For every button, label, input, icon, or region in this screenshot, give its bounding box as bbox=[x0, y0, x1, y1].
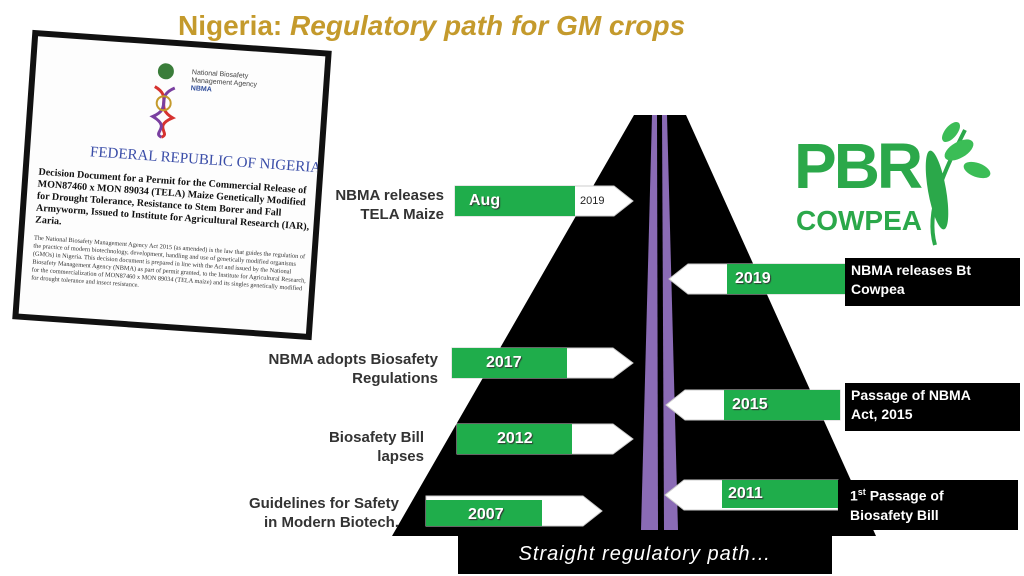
title-subject: Regulatory path for GM crops bbox=[290, 10, 686, 41]
label-guidelines-line2: in Modern Biotech. bbox=[264, 514, 399, 531]
badge-2017: 2017 bbox=[452, 348, 567, 378]
box-bt-cowpea: NBMA releases Bt Cowpea bbox=[845, 258, 1020, 306]
badge-2011: 2011 bbox=[722, 480, 838, 508]
bill-passage-ordinal: 1 bbox=[850, 487, 858, 504]
decision-document-image: National Biosafety Management Agency NBM… bbox=[12, 29, 332, 341]
label-guidelines: Guidelines for Safety in Modern Biotech. bbox=[210, 494, 399, 532]
document-agency-name: National Biosafety Management Agency NBM… bbox=[190, 69, 262, 98]
label-biosafety-regs: NBMA adopts Biosafety Regulations bbox=[220, 350, 438, 388]
badge-aug: Aug bbox=[455, 186, 575, 216]
badge-2015: 2015 bbox=[724, 390, 840, 420]
lane-left bbox=[641, 115, 658, 530]
label-regs-line1: NBMA adopts Biosafety bbox=[268, 351, 438, 368]
label-tela: NBMA releases TELA Maize bbox=[290, 186, 444, 224]
document-decision-text: Decision Document for a Permit for the C… bbox=[34, 166, 310, 233]
bt-cowpea-line2: Cowpea bbox=[851, 281, 905, 297]
agency-short-text: NBMA bbox=[190, 85, 212, 94]
bill-passage-line1: 1st Passage of bbox=[850, 483, 1012, 506]
badge-2012: 2012 bbox=[457, 424, 572, 454]
bill-passage-rest: Passage of bbox=[865, 487, 944, 504]
label-regs-line2: Regulations bbox=[352, 370, 438, 387]
label-tela-line2: TELA Maize bbox=[360, 206, 444, 223]
badge-2007: 2007 bbox=[426, 500, 542, 526]
cowpea-plant-icon bbox=[925, 122, 991, 246]
nbma-act-line2: Act, 2015 bbox=[851, 406, 913, 422]
label-guidelines-line1: Guidelines for Safety bbox=[248, 495, 399, 512]
title-country: Nigeria: bbox=[178, 10, 283, 41]
label-bill-lapses: Biosafety Bill lapses bbox=[290, 428, 424, 466]
footer-caption: Straight regulatory path… bbox=[458, 536, 832, 574]
bill-passage-ordinal-suffix: st bbox=[857, 487, 866, 497]
label-lapses-line1: Biosafety Bill bbox=[328, 429, 424, 446]
label-tela-line1: NBMA releases bbox=[335, 187, 444, 204]
nbma-logo-icon bbox=[149, 63, 177, 139]
box-bill-passage: 1st Passage of Biosafety Bill bbox=[838, 480, 1018, 530]
bill-passage-line2: Biosafety Bill bbox=[850, 506, 939, 523]
document-body-text: The National Biosafety Management Agency… bbox=[30, 234, 307, 293]
cowpea-logo-text: COWPEA bbox=[796, 205, 922, 236]
label-lapses-line2: lapses bbox=[377, 448, 424, 465]
pbr-logo-text: PBR bbox=[794, 130, 923, 202]
nbma-act-line1: Passage of NBMA bbox=[851, 387, 971, 403]
badge-2019: 2019 bbox=[727, 264, 847, 294]
bt-cowpea-line1: NBMA releases Bt bbox=[851, 262, 972, 278]
lane-right bbox=[662, 115, 678, 530]
box-nbma-act: Passage of NBMA Act, 2015 bbox=[845, 383, 1020, 431]
year-2019-small: 2019 bbox=[580, 195, 605, 207]
slide-title: Nigeria: Regulatory path for GM crops bbox=[178, 10, 685, 42]
